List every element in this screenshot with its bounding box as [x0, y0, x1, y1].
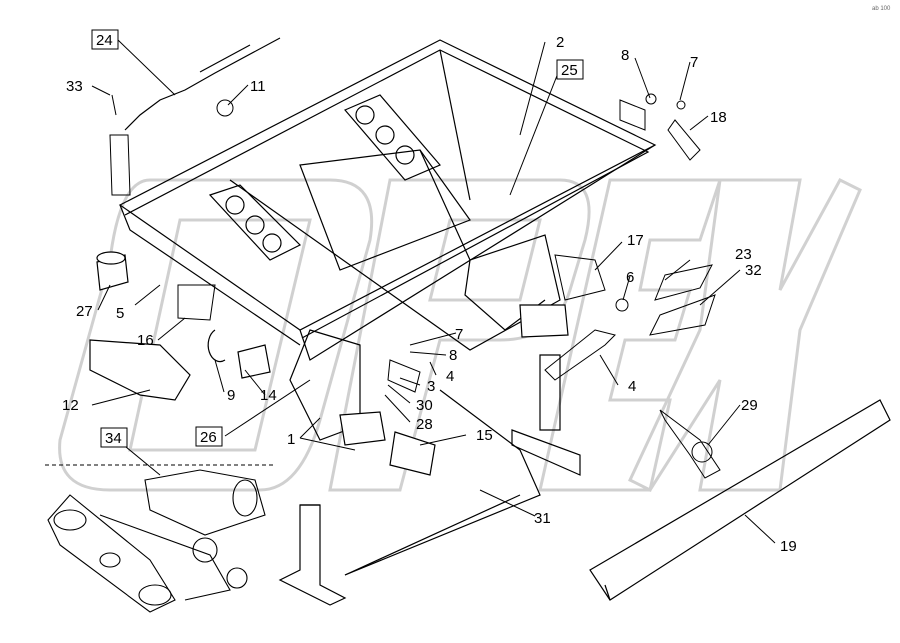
callout-33: 33 [66, 78, 83, 95]
boxed-label-25: 25 [561, 62, 578, 79]
frame-legs [278, 354, 581, 606]
corner-mark: ab 100 [872, 6, 891, 12]
leader-lines [91, 39, 776, 544]
callout-16: 16 [137, 332, 154, 349]
boxed-label-24: 24 [96, 32, 113, 49]
callout-31: 31 [534, 510, 551, 527]
callout-11: 11 [250, 78, 266, 95]
callout-4-right: 4 [628, 378, 636, 395]
callout-7-mid: 7 [455, 326, 463, 343]
callout-4-mid: 4 [446, 368, 454, 385]
callout-23: 23 [735, 246, 752, 263]
callout-5: 5 [116, 305, 124, 322]
watermark-logo [58, 178, 862, 492]
callout-6: 6 [626, 269, 634, 286]
callout-1: 1 [287, 431, 295, 448]
box-25 [556, 59, 584, 80]
callout-8-mid: 8 [449, 347, 457, 364]
callout-labels: 33 11 2 8 7 18 17 23 32 6 27 5 16 7 8 4 … [62, 34, 797, 555]
hopper-assembly [118, 39, 657, 576]
callout-14: 14 [260, 387, 277, 404]
tube-parts [89, 251, 569, 476]
drive-detail [45, 464, 275, 613]
callout-32: 32 [745, 262, 762, 279]
callout-18: 18 [710, 109, 727, 126]
callout-12: 12 [62, 397, 79, 414]
callout-2: 2 [556, 34, 564, 51]
hardware-parts [109, 93, 721, 479]
callout-17: 17 [627, 232, 644, 249]
callout-8-top: 8 [621, 47, 629, 64]
callout-29: 29 [741, 397, 758, 414]
callout-19: 19 [780, 538, 797, 555]
box-34 [100, 427, 128, 448]
callout-15: 15 [476, 427, 493, 444]
box-24 [91, 29, 119, 50]
callout-30: 30 [416, 397, 433, 414]
callout-28: 28 [416, 416, 433, 433]
cable [124, 37, 281, 131]
callout-3: 3 [427, 378, 435, 395]
boxed-labels: 24 25 26 34 [91, 29, 584, 448]
angle-profile [589, 399, 891, 601]
callout-9: 9 [227, 387, 235, 404]
callout-27: 27 [76, 303, 93, 320]
boxed-label-26: 26 [200, 429, 217, 446]
box-26 [195, 426, 223, 447]
callout-7-top: 7 [690, 54, 698, 71]
boxed-label-34: 34 [105, 430, 122, 447]
